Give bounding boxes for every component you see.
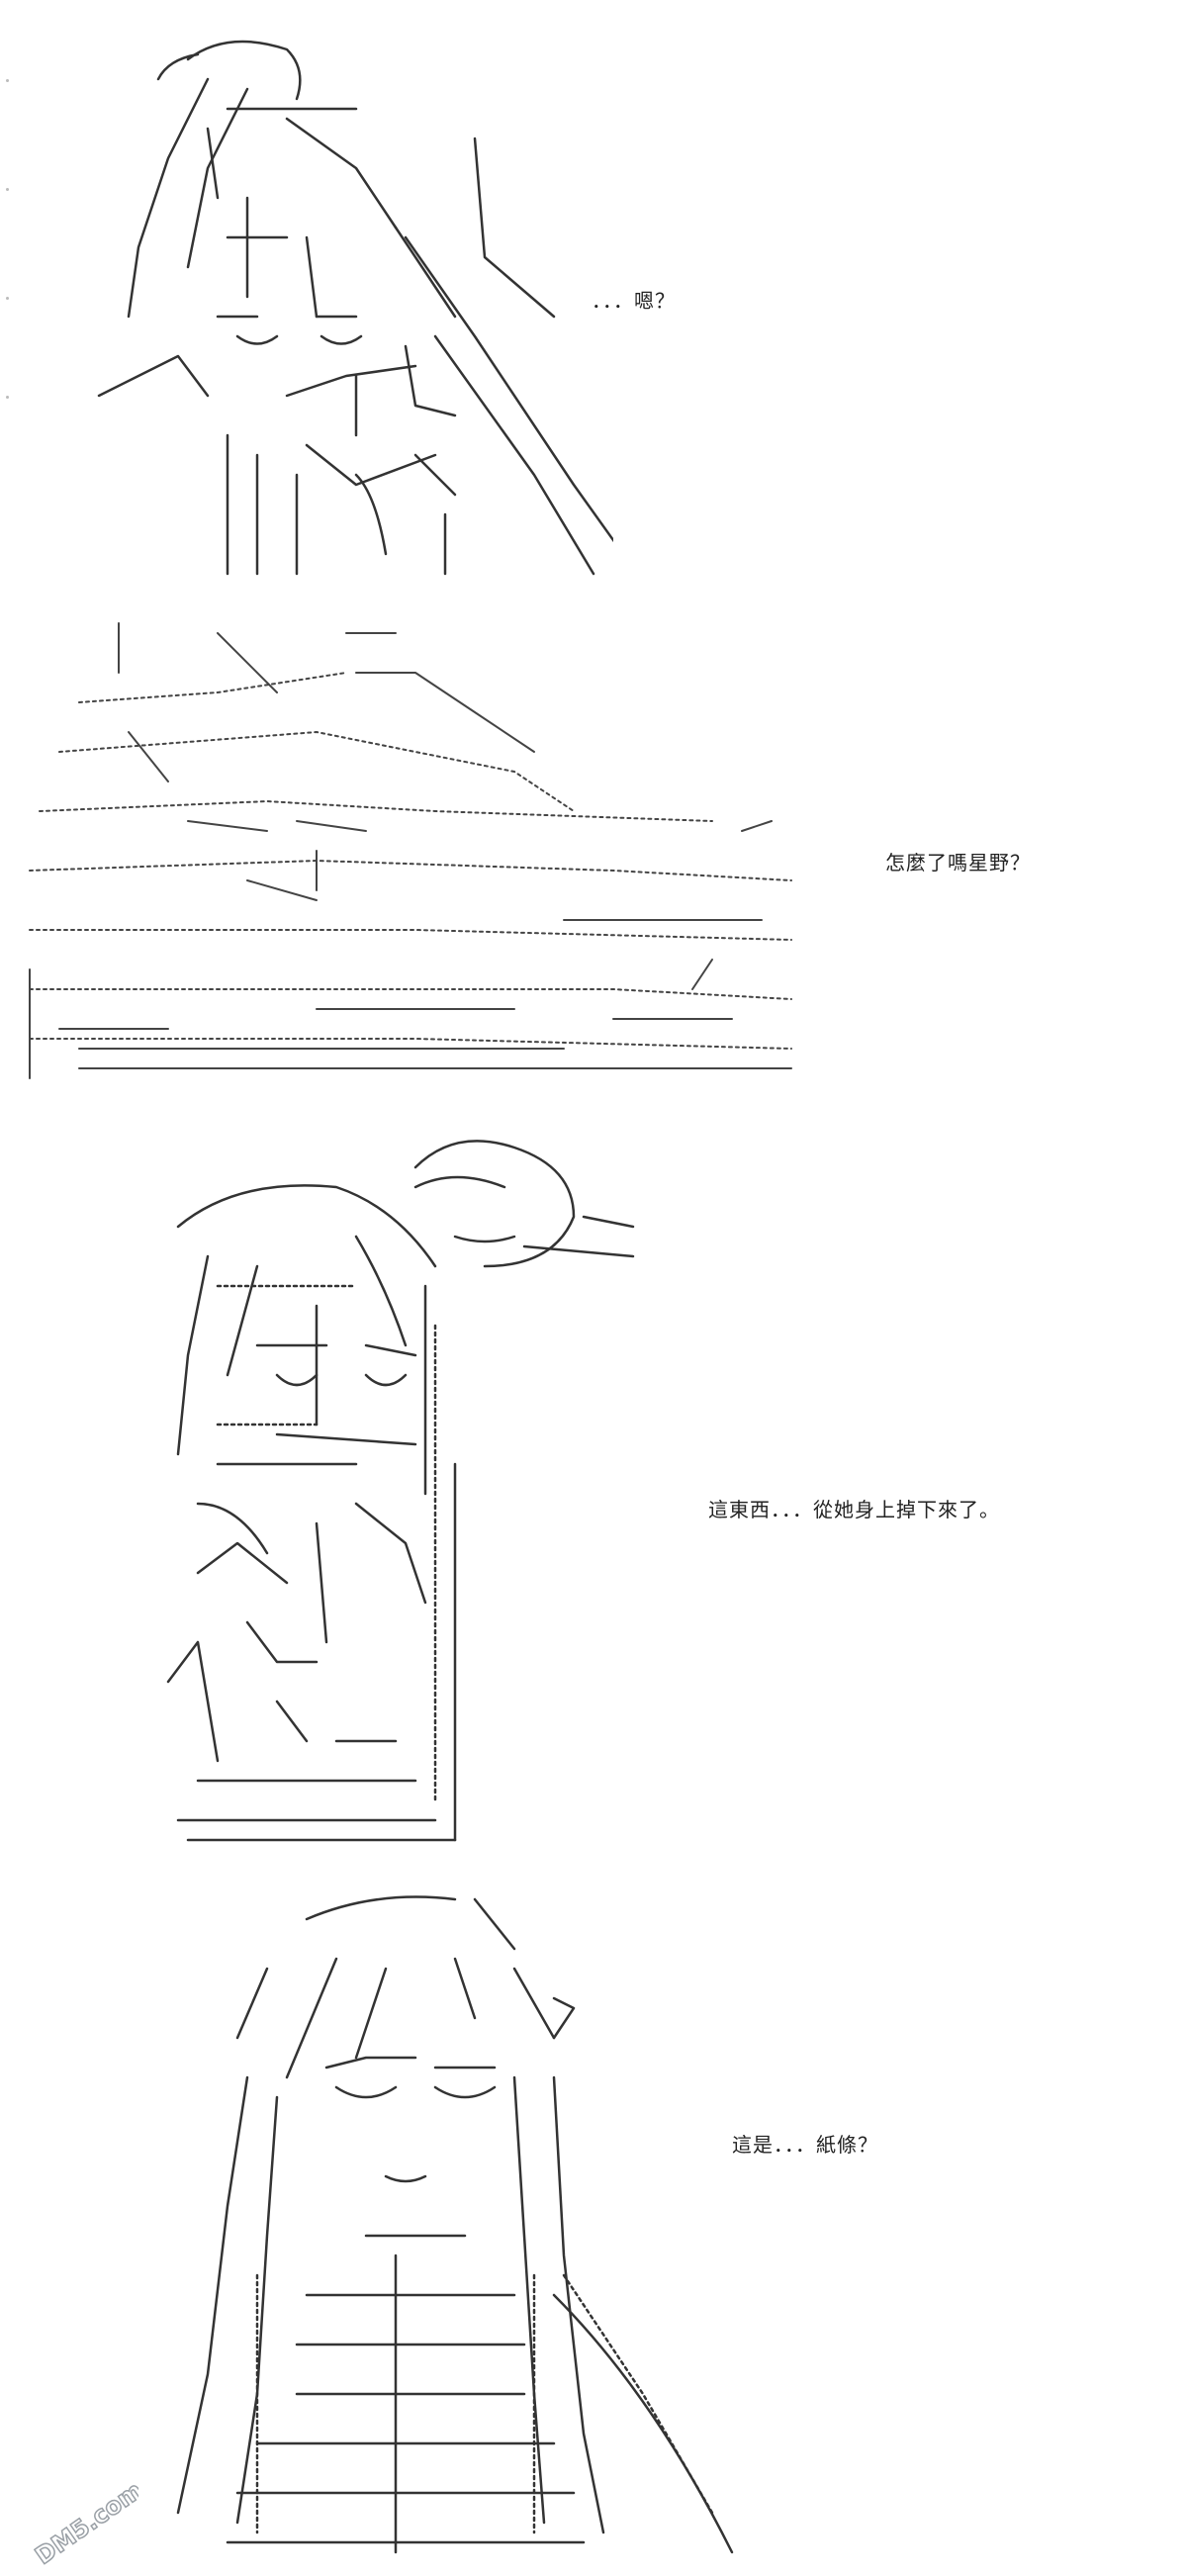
character-art-long-hair-girl: [138, 1880, 772, 2572]
watermark-text: DM5.com: [31, 2483, 138, 2570]
edge-dot: [6, 79, 9, 82]
watermark-logo: DM5.com: [20, 2475, 148, 2572]
edge-dot: [6, 188, 9, 191]
character-art-girl-with-bun: [158, 1128, 673, 1860]
edge-dot: [6, 297, 9, 300]
panel-1: ．．．嗯？: [0, 0, 1187, 594]
dialogue-text: 怎麼了嗎星野？: [885, 851, 1031, 874]
panel-2: 怎麼了嗎星野？: [0, 594, 1187, 1108]
dialogue-text: 這東西．．．從她身上掉下來了。: [708, 1498, 1000, 1521]
character-art-ponytail-girl: [59, 20, 613, 584]
character-art-group: [20, 613, 801, 1108]
edge-dot: [6, 396, 9, 399]
panel-3: 這東西．．．從她身上掉下來了。: [0, 1108, 1187, 1860]
dialogue-text: ．．．嗯？: [592, 289, 676, 313]
panel-4: 這是．．．紙條？: [0, 1860, 1187, 2575]
dialogue-text: 這是．．．紙條？: [732, 2133, 878, 2157]
